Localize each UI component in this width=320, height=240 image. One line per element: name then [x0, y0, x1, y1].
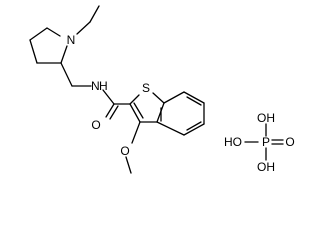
ring-bond-c4-c5 [29, 27, 48, 41]
methoxy-o-ch3-bond [125, 156, 132, 174]
amide-group [102, 89, 131, 120]
chemical-structure-diagram: N N H S O O OH HO P O OH [29, 5, 295, 174]
benzene-bond-2 [183, 91, 205, 104]
methoxy-group [125, 121, 141, 174]
benzene-inner-4 [186, 121, 202, 131]
methylene-linker [60, 62, 92, 87]
ring-bond-n-c2 [60, 45, 68, 64]
ethyl-group [76, 5, 100, 35]
ethyl-ch2-n-bond [76, 21, 91, 35]
amide-n-c-bond [102, 89, 115, 105]
phosphate-oxo-label: O [285, 135, 294, 149]
linker-bond-1 [60, 62, 73, 87]
thiophene-ring [129, 92, 165, 123]
benzene-inner-2 [186, 96, 202, 106]
thiophene-c2-c3-bond [129, 103, 141, 123]
thiophene-s-c7a-bond [152, 92, 165, 104]
pyrrolidine-ring [29, 27, 68, 64]
phosphate-hydroxyl-left-label: HO [224, 135, 242, 149]
phosphoric-acid: OH HO P O OH [224, 111, 295, 174]
ethyl-ch3-bond [89, 5, 100, 23]
thiophene-sulfur-label: S [142, 81, 150, 95]
thiophene-c2-s-bond [129, 94, 140, 105]
benzene-bond-5 [156, 121, 185, 136]
benzene-bond-4 [183, 123, 205, 136]
ring-bond-c3-c4 [29, 39, 38, 64]
carbonyl-bond-a [105, 103, 115, 118]
phosphorus-label: P [262, 135, 270, 149]
methoxy-oxygen-label: O [120, 144, 129, 158]
carbonyl-bond-b [109, 105, 119, 120]
methoxy-c-o-bond [131, 121, 141, 144]
carbonyl-oxygen-label: O [91, 118, 100, 132]
thiophene-c2-c3-double [133, 102, 144, 119]
amide-hydrogen-label: H [99, 79, 108, 93]
ring-bond-c5-n [46, 27, 61, 37]
phosphate-hydroxyl-top-label: OH [257, 111, 275, 125]
amide-nitrogen-label: N [91, 79, 100, 93]
benzene-bond-1 [163, 91, 185, 104]
phosphate-hydroxyl-bottom-label: OH [257, 160, 275, 174]
benzene-ring [156, 91, 205, 136]
pyrrolidine-nitrogen-label: N [67, 33, 76, 47]
